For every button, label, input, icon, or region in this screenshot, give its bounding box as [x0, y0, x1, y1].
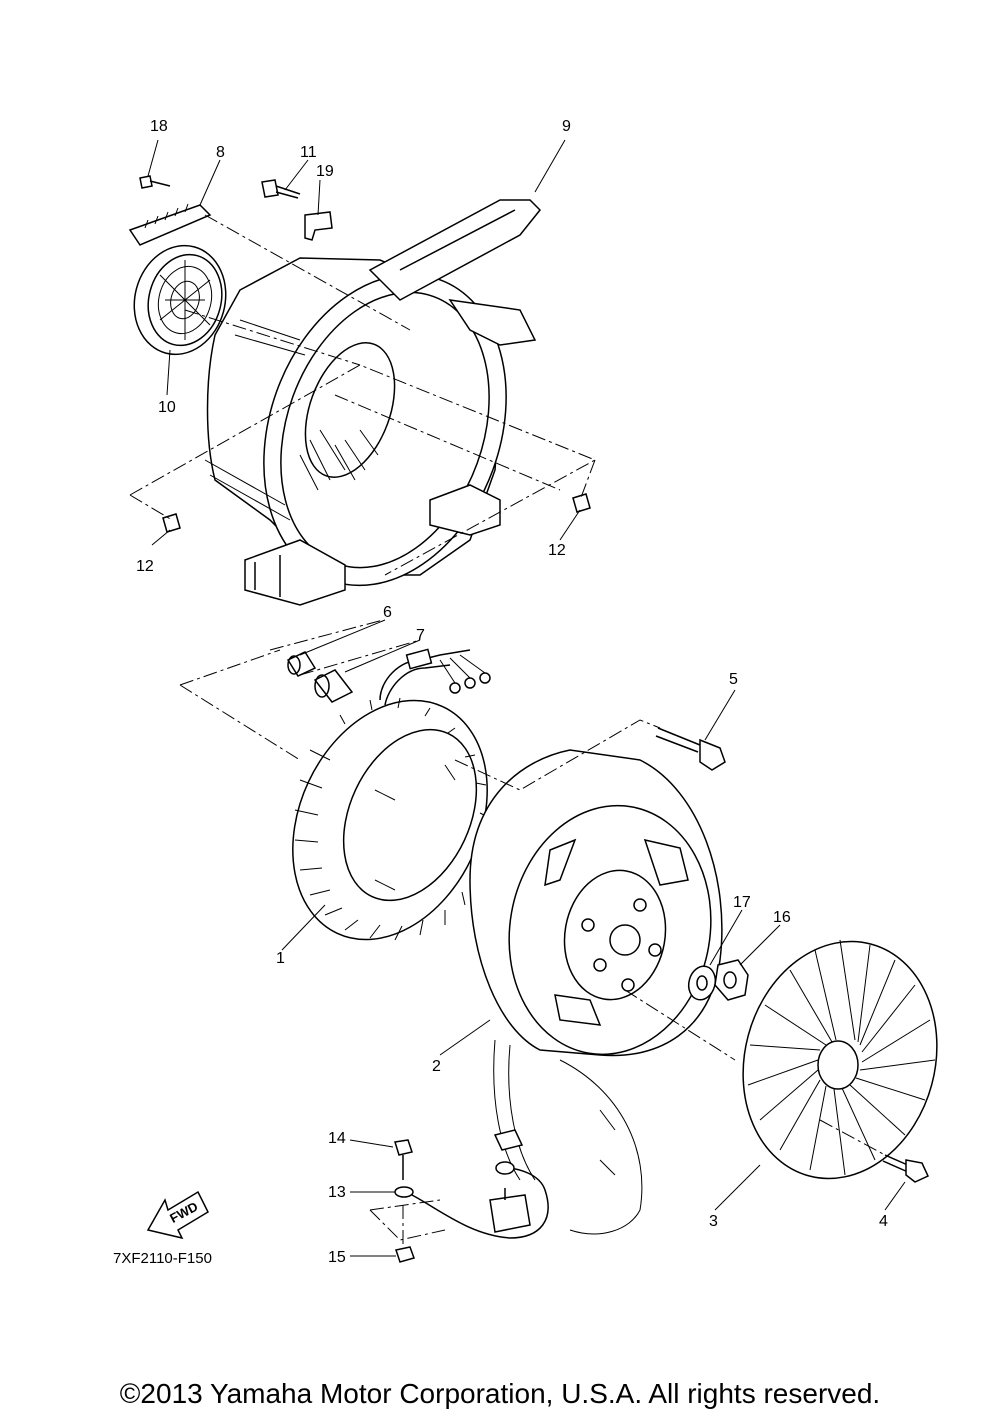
ground-lead-drawing [411, 1129, 549, 1239]
ground-nut-15-drawing [395, 1246, 415, 1263]
callout-18: 18 [150, 118, 168, 135]
washer-17-drawing [687, 965, 717, 1001]
callout-16: 16 [773, 909, 791, 926]
callout-19: 19 [316, 163, 334, 180]
leader-lines [147, 139, 906, 1257]
flywheel-rotor-drawing [469, 749, 723, 1057]
stator-lead-wires-drawing [379, 648, 491, 706]
callout-7: 7 [416, 627, 425, 644]
bolt-4-drawing [882, 1154, 929, 1183]
fwd-arrow: FWD [146, 1190, 209, 1240]
callout-10: 10 [158, 399, 176, 416]
fan-housing-drawing [204, 199, 542, 606]
callout-15: 15 [328, 1249, 346, 1266]
callout-17: 17 [733, 894, 751, 911]
dowel-pin-left-drawing [162, 513, 181, 533]
callout-5: 5 [729, 671, 738, 688]
callout-4: 4 [879, 1213, 888, 1230]
callout-12-right: 12 [548, 542, 566, 559]
callout-12-left: 12 [136, 558, 154, 575]
callout-3: 3 [709, 1213, 718, 1230]
ground-washer-13-drawing [394, 1186, 414, 1198]
clip-19-drawing [304, 211, 333, 241]
nut-16-drawing [714, 959, 749, 1001]
cover-strip-drawing [128, 203, 212, 246]
part-callouts: 18 8 11 19 9 10 12 12 6 7 5 1 17 16 2 14… [136, 118, 888, 1266]
dowel-pin-right-drawing [572, 493, 591, 513]
bolt-11-drawing [261, 179, 301, 199]
stator-drawing [292, 697, 491, 941]
copyright-notice: ©2013 Yamaha Motor Corporation, U.S.A. A… [119, 1378, 881, 1409]
callout-6: 6 [383, 604, 392, 621]
callout-9: 9 [562, 118, 571, 135]
ground-bolt-14-drawing [394, 1139, 413, 1180]
crankcase-background-drawing [493, 1039, 643, 1235]
bolt-5-drawing [655, 727, 726, 771]
screw-18-drawing [139, 175, 171, 189]
collar-7-drawing [313, 669, 354, 703]
callout-1: 1 [276, 950, 285, 967]
cooling-fan-drawing [742, 939, 938, 1180]
callout-11: 11 [300, 144, 317, 161]
callout-8: 8 [216, 144, 225, 161]
callout-13: 13 [328, 1184, 346, 1201]
callout-14: 14 [328, 1130, 346, 1147]
alignment-lines [129, 214, 886, 1245]
diagram-code: 7XF2110-F150 [113, 1250, 212, 1267]
collar-6-drawing [286, 651, 317, 677]
air-screen-drawing [133, 244, 227, 356]
callout-2: 2 [432, 1058, 441, 1075]
